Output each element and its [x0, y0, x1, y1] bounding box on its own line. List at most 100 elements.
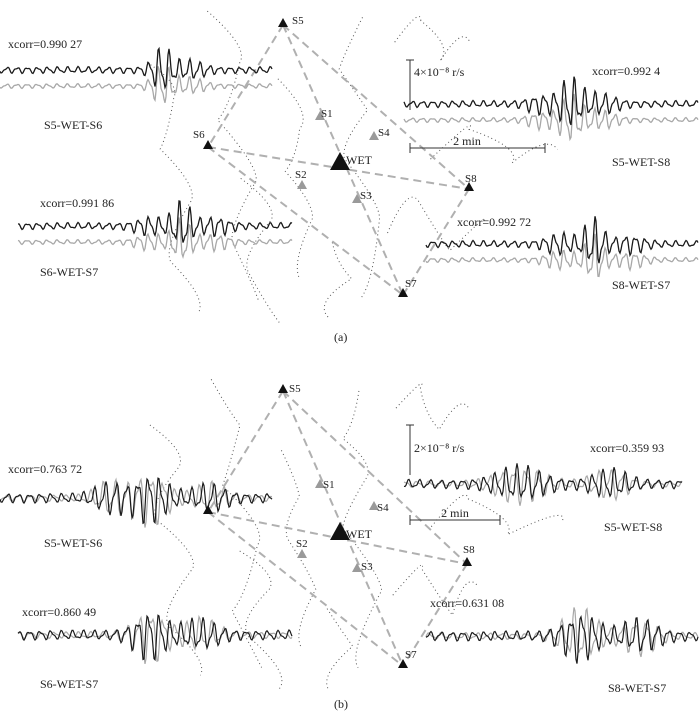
observed-trace	[17, 614, 293, 662]
contour-line	[430, 125, 558, 164]
pair-label-s5s6: S5-WET-S6	[44, 118, 102, 132]
station-marker-s3	[352, 194, 362, 203]
trace-s5s6	[0, 477, 273, 528]
link-s8-s7	[402, 188, 470, 296]
time-scale-line	[409, 515, 501, 525]
station-label-wet: WET	[346, 527, 373, 541]
amplitude-scale-label: 4×10⁻⁸ r/s	[414, 65, 465, 79]
station-label-s3: S3	[361, 561, 373, 573]
trace-s5s8	[403, 76, 699, 142]
scale-bar	[406, 59, 546, 153]
station-links	[207, 390, 468, 667]
contour-line	[240, 177, 280, 323]
time-scale-line	[409, 143, 546, 153]
xcorr-s5s8: xcorr=0.992 4	[592, 64, 660, 78]
synthetic-trace	[0, 477, 273, 528]
station-marker-s7	[398, 288, 408, 297]
station-marker-s5	[278, 18, 288, 27]
station-marker-s6	[203, 505, 213, 514]
link-s5-s8	[282, 390, 468, 565]
synthetic-trace	[403, 93, 699, 142]
amplitude-scale-label: 2×10⁻⁸ r/s	[414, 441, 465, 455]
amplitude-scale-line	[406, 424, 414, 475]
station-marker-wet	[330, 522, 350, 540]
contour-line	[210, 379, 263, 668]
synthetic-trace	[0, 66, 273, 103]
observed-trace	[0, 477, 273, 525]
link-s6-s7	[207, 146, 404, 296]
xcorr-s6s7: xcorr=0.991 86	[40, 196, 114, 210]
trace-s6s7	[17, 614, 293, 665]
synthetic-trace	[425, 233, 699, 278]
link-s5-s6	[207, 24, 284, 148]
observed-trace	[0, 46, 273, 90]
station-label-s3: S3	[360, 190, 372, 202]
station-label-s7: S7	[405, 649, 417, 661]
pair-label-s8s7: S8-WET-S7	[612, 278, 670, 292]
trace-s8s7	[425, 216, 699, 278]
station-marker-s2	[297, 180, 307, 189]
contour-line	[395, 383, 470, 431]
station-label-s7: S7	[405, 278, 417, 290]
station-label-s4: S4	[378, 127, 390, 139]
xcorr-s8s7: xcorr=0.631 08	[430, 596, 504, 610]
station-label-s4: S4	[377, 502, 389, 514]
stations: S5 S6 S1 S4 WET S2 S3 S8 S7	[193, 15, 477, 297]
station-marker-s1	[315, 111, 325, 120]
station-marker-s3	[352, 563, 362, 572]
pair-label-s8s7: S8-WET-S7	[608, 681, 666, 695]
observed-trace	[17, 200, 293, 243]
station-label-wet: WET	[346, 153, 373, 167]
contour-line	[326, 608, 354, 690]
station-marker-s2	[297, 549, 307, 558]
station-marker-s1	[315, 479, 325, 488]
panel-a: 4×10⁻⁸ r/s 2 min xcorr=0.990 27 S5-WET-S…	[0, 10, 699, 344]
panel-b: 2×10⁻⁸ r/s 2 min xcorr=0.763 72 S5-WET-S…	[0, 379, 699, 711]
xcorr-s5s6: xcorr=0.763 72	[8, 462, 82, 476]
pair-label-s5s8: S5-WET-S8	[612, 155, 670, 169]
trace-s8s7	[425, 607, 699, 664]
station-label-s1: S1	[321, 108, 333, 120]
synthetic-trace	[17, 217, 293, 260]
scale-bar	[406, 424, 501, 525]
link-s5-s6	[207, 390, 284, 513]
trace-s5s8	[403, 463, 683, 506]
station-marker-s8	[464, 182, 474, 191]
xcorr-s8s7: xcorr=0.992 72	[457, 215, 531, 229]
station-label-s6: S6	[193, 129, 205, 141]
station-label-s5: S5	[292, 15, 304, 27]
station-label-s5: S5	[289, 383, 301, 395]
link-s5-s8	[282, 24, 470, 190]
synthetic-trace	[425, 607, 699, 658]
station-label-s2: S2	[296, 538, 308, 550]
panel-caption: (a)	[334, 330, 347, 344]
stations: S5 S1 S4 WET S2 S3 S8 S7	[203, 383, 475, 668]
time-scale-label: 2 min	[453, 134, 481, 148]
station-marker-s4	[369, 501, 379, 510]
pair-label-s6s7: S6-WET-S7	[40, 265, 98, 279]
xcorr-s5s8: xcorr=0.359 93	[590, 441, 664, 455]
station-label-s8: S8	[465, 173, 477, 185]
amplitude-scale-line	[406, 59, 414, 110]
xcorr-s6s7: xcorr=0.860 49	[22, 605, 96, 619]
panel-caption: (b)	[334, 697, 348, 711]
station-marker-s6	[203, 140, 213, 149]
contour-line	[149, 424, 203, 676]
station-label-s2: S2	[295, 169, 307, 181]
contour-line	[323, 242, 353, 318]
station-marker-wet	[330, 152, 350, 170]
pair-label-s5s8: S5-WET-S8	[604, 520, 662, 534]
station-marker-s5	[278, 384, 288, 393]
contour-lines	[146, 10, 558, 323]
station-label-s1: S1	[323, 479, 335, 491]
pair-label-s6s7: S6-WET-S7	[40, 677, 98, 691]
link-s6-s7	[207, 511, 404, 667]
contour-line	[394, 16, 470, 62]
station-marker-s4	[369, 131, 379, 140]
contour-line	[430, 494, 564, 536]
pair-label-s5s6: S5-WET-S6	[44, 536, 102, 550]
contour-line	[146, 62, 201, 312]
contour-lines	[149, 379, 564, 691]
